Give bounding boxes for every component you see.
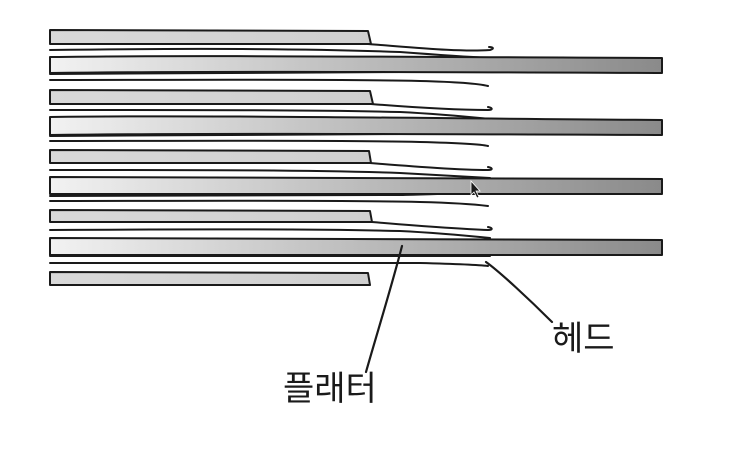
head-arms <box>49 55 663 256</box>
mouse-cursor-icon <box>470 179 481 199</box>
head-arm-2 <box>49 115 663 136</box>
platter-3 <box>49 149 372 164</box>
platter-5 <box>49 271 371 286</box>
platter-label: 플래터 <box>283 369 377 409</box>
head-arm-1 <box>49 55 663 74</box>
platter-4 <box>49 209 373 223</box>
platter-2 <box>49 89 374 105</box>
platter-leader-line <box>364 244 404 374</box>
head-arm-4 <box>49 236 663 256</box>
platter-1 <box>49 29 372 45</box>
head-leader-line <box>484 260 554 324</box>
head-arm-3 <box>49 175 663 195</box>
head-label: 헤드 <box>552 319 615 359</box>
